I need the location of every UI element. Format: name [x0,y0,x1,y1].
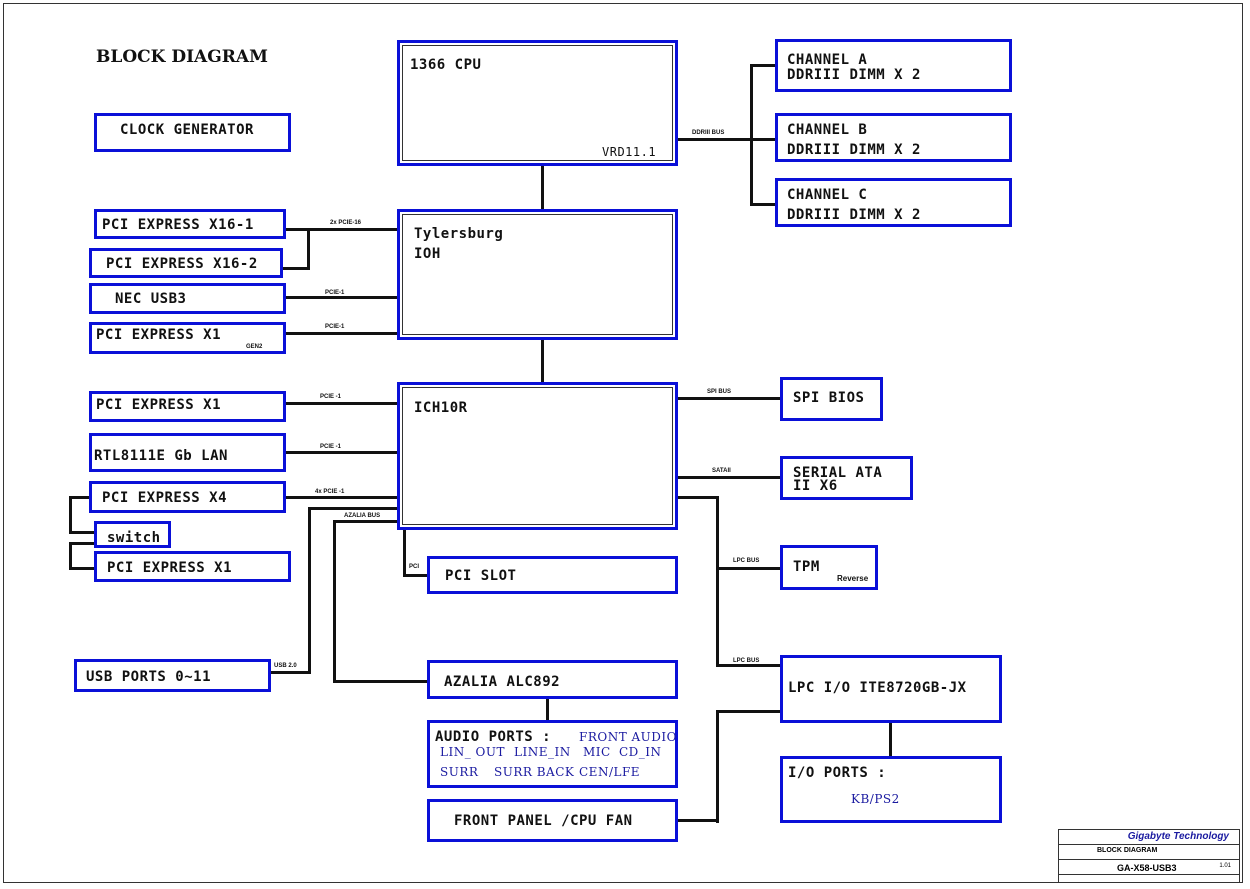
pcie-x1-switch-label: PCI EXPRESS X1 [107,560,233,576]
lan-label: RTL8111E Gb LAN [94,448,228,464]
pcie-x16-2-block: PCI EXPRESS X16-2 [89,248,283,278]
pcie-x1-ioh-label: PCI EXPRESS X1 [96,327,222,343]
ioh-block: Tylersburg IOH [397,209,678,340]
audio-ports-label: AUDIO PORTS : [435,729,552,745]
channel-b-line1: CHANNEL B [787,122,868,138]
channel-a-block: CHANNEL A DDRIII DIMM X 2 [775,39,1012,92]
title-block-model: GA-X58-USB3 [1117,863,1177,873]
usb-ports-block: USB PORTS 0~11 [74,659,271,692]
channel-c-line1: CHANNEL C [787,187,868,203]
io-ports-block: I/O PORTS : KB/PS2 [780,756,1002,823]
bus-label-lpc-2: LPC BUS [733,658,760,664]
audio-surr: SURR [440,765,479,779]
lpc-io-label: LPC I/O ITE8720GB-JX [788,680,967,696]
sata-line1: SERIAL ATA [793,465,883,481]
pcie-x1-ich-label: PCI EXPRESS X1 [96,397,222,413]
spi-bios-block: SPI BIOS [780,377,883,421]
pci-slot-block: PCI SLOT [427,556,678,594]
ioh-line1: Tylersburg [414,226,504,242]
bus-label-lpc-1: LPC BUS [733,558,760,564]
audio-lin-out: LIN_ OUT [440,745,505,759]
ich-label: ICH10R [414,400,468,416]
cpu-label: 1366 CPU [410,57,482,73]
bus-label-pci: PCI [409,564,420,570]
front-panel-label: FRONT PANEL /CPU FAN [454,813,633,829]
pcie-x1-switch-block: PCI EXPRESS X1 [94,551,291,582]
cpu-block: 1366 CPU VRD11.1 [397,40,678,166]
nec-usb3-label: NEC USB3 [115,291,187,307]
channel-c-block: CHANNEL C DDRIII DIMM X 2 [775,178,1012,227]
cpu-vrd-label: VRD11.1 [602,145,657,159]
sata-line2: II X6 [793,478,838,494]
switch-block: switch [94,521,171,548]
bus-label-pcie16: 2x PCIE-16 [330,220,362,226]
ich-block: ICH10R [397,382,678,530]
clock-generator-label: CLOCK GENERATOR [120,122,254,138]
pcie-x1-ich-block: PCI EXPRESS X1 [89,391,286,422]
tpm-block: TPM Reverse [780,545,878,590]
front-panel-block: FRONT PANEL /CPU FAN [427,799,678,842]
bus-label-usb: USB 2.0 [274,663,297,669]
audio-front: FRONT AUDIO [579,730,677,744]
tpm-reverse: Reverse [837,574,869,583]
audio-cen-lfe: CEN/LFE [579,765,641,779]
bus-label-pcie1-b: PCIE-1 [325,324,345,330]
lpc-io-block: LPC I/O ITE8720GB-JX [780,655,1002,723]
ioh-line2: IOH [414,246,441,262]
bus-label-sata: SATAII [712,468,731,474]
channel-a-line2: DDRIII DIMM X 2 [787,67,921,83]
bus-label-spi: SPI BUS [707,389,732,395]
clock-generator-block: CLOCK GENERATOR [94,113,291,152]
pcie-x16-1-block: PCI EXPRESS X16-1 [94,209,286,239]
audio-cd-in: CD_IN [619,745,662,759]
pcie-x1-ioh-gen2: GEN2 [246,344,263,350]
diagram-title: BLOCK DIAGRAM [96,47,268,67]
channel-a-line1: CHANNEL A [787,52,868,68]
audio-mic: MIC [583,745,611,759]
spi-bios-label: SPI BIOS [793,390,865,406]
pcie-x4-label: PCI EXPRESS X4 [102,490,228,506]
bus-label-pcie4: 4x PCIE -1 [315,489,345,495]
channel-c-line2: DDRIII DIMM X 2 [787,207,921,223]
usb-ports-label: USB PORTS 0~11 [86,669,212,685]
io-ports-kbps2: KB/PS2 [851,792,900,806]
bus-label-pcie1-c: PCIE -1 [320,394,342,400]
azalia-block: AZALIA ALC892 [427,660,678,699]
pci-slot-label: PCI SLOT [445,568,517,584]
audio-line-in: LINE_IN [514,745,571,759]
channel-b-block: CHANNEL B DDRIII DIMM X 2 [775,113,1012,162]
bus-label-ddr: DDRIII BUS [692,130,725,136]
channel-b-line2: DDRIII DIMM X 2 [787,142,921,158]
io-ports-label: I/O PORTS : [788,765,887,781]
title-block: Gigabyte Technology BLOCK DIAGRAM GA-X58… [1058,829,1240,883]
audio-ports-block: AUDIO PORTS : FRONT AUDIO LIN_ OUT LINE_… [427,720,678,788]
pcie-x16-2-label: PCI EXPRESS X16-2 [106,256,258,272]
title-block-doc-title: BLOCK DIAGRAM [1097,847,1158,854]
azalia-label: AZALIA ALC892 [444,674,561,690]
sheet-frame [3,3,1243,883]
pcie-x1-ioh-block: PCI EXPRESS X1 GEN2 [89,322,286,354]
bus-label-pcie1-d: PCIE -1 [320,444,342,450]
switch-label: switch [107,530,161,546]
pcie-x4-block: PCI EXPRESS X4 [89,481,286,513]
bus-label-azalia: AZALIA BUS [344,513,381,519]
bus-label-pcie1-a: PCIE-1 [325,290,345,296]
nec-usb3-block: NEC USB3 [89,283,286,314]
pcie-x16-1-label: PCI EXPRESS X16-1 [102,217,254,233]
tpm-label: TPM [793,559,820,575]
lan-block: RTL8111E Gb LAN [89,433,286,472]
audio-surr-back: SURR BACK [494,765,575,779]
title-block-rev: 1.01 [1219,863,1231,869]
sata-block: SERIAL ATA II X6 [780,456,913,500]
company-name: Gigabyte Technology [1127,831,1229,842]
